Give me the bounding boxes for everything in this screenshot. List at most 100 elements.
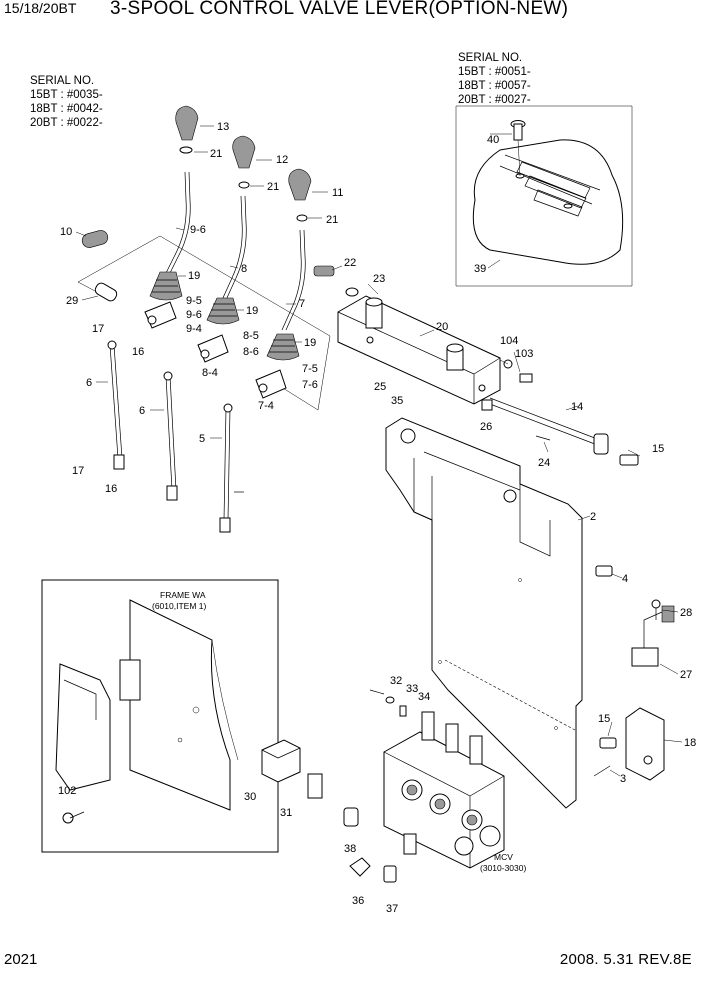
callout-label: 27 xyxy=(680,669,692,681)
callout-label: 7-5 xyxy=(302,363,318,375)
callout-labels: 13 21 12 21 11 21 10 9-6 8 7 29 19 19 19… xyxy=(58,121,696,915)
callout-label: 26 xyxy=(480,421,492,433)
control-valve xyxy=(383,711,505,869)
fitting-36 xyxy=(349,857,371,877)
frame-inset xyxy=(41,579,279,853)
callout-label: 25 xyxy=(374,381,386,393)
callout-label: 9-6 xyxy=(186,309,202,321)
serial-note-right: SERIAL NO. 15BT : #0051- 18BT : #0057- 2… xyxy=(458,51,531,107)
mcv-note-title: MCV xyxy=(494,852,513,862)
revision-date: 2008. 5.31 REV.8E xyxy=(559,951,692,968)
callout-label: 7-6 xyxy=(302,379,318,391)
callout-label: 104 xyxy=(500,335,518,347)
callout-label: 102 xyxy=(58,785,76,797)
callout-label: 32 xyxy=(390,675,402,687)
fastener-4 xyxy=(595,565,613,577)
frame-note-title: FRAME WA xyxy=(160,590,206,600)
callout-label: 23 xyxy=(373,273,385,285)
mcv-note-ref: (3010-3030) xyxy=(480,863,526,873)
callout-label: 39 xyxy=(474,263,486,275)
sensor-27 xyxy=(631,605,675,667)
knob-12 xyxy=(232,135,256,189)
callout-label: 103 xyxy=(515,348,533,360)
callout-label: 6 xyxy=(139,405,145,417)
rod-6-mid xyxy=(163,371,178,501)
callout-label: 31 xyxy=(280,807,292,819)
callout-label: 34 xyxy=(418,691,430,703)
callout-label: 9-5 xyxy=(186,295,202,307)
washer-33 xyxy=(385,696,395,704)
bracket-18 xyxy=(625,707,665,781)
page-number: 2021 xyxy=(4,951,38,968)
callout-label: 8-5 xyxy=(243,330,259,342)
callout-label: 21 xyxy=(267,181,279,193)
callout-label: 35 xyxy=(391,395,403,407)
callout-label: 16 xyxy=(105,483,117,495)
bolt-28 xyxy=(651,599,661,620)
fastener-15-top xyxy=(619,454,639,466)
page-title: 3-SPOOL CONTROL VALVE LEVER(OPTION-NEW) xyxy=(110,0,569,19)
callout-label: 7 xyxy=(299,298,305,310)
callout-label: 5 xyxy=(199,433,205,445)
callout-label: 8 xyxy=(241,263,247,275)
bolt-24 xyxy=(535,435,551,441)
bolt-103 xyxy=(519,373,533,383)
bolt-32 xyxy=(369,689,385,695)
callout-label: 29 xyxy=(66,295,78,307)
callout-label: 19 xyxy=(304,337,316,349)
grip-10 xyxy=(81,230,109,248)
serial-line: 18BT : #0057- xyxy=(458,80,531,92)
callout-label: 9-6 xyxy=(190,224,206,236)
callout-label: 19 xyxy=(246,305,258,317)
sleeve-29 xyxy=(94,282,118,302)
fitting-38 xyxy=(343,807,359,827)
serial-line: 20BT : #0022- xyxy=(30,117,103,129)
serial-line: 18BT : #0042- xyxy=(30,103,103,115)
lever-8 xyxy=(197,195,247,363)
callout-label: 40 xyxy=(487,134,499,146)
rod-5 xyxy=(219,403,244,533)
callout-label: 24 xyxy=(538,457,550,469)
callout-label: 18 xyxy=(684,737,696,749)
callout-label: 14 xyxy=(571,401,583,413)
callout-label: 4 xyxy=(622,573,628,585)
callout-label: 12 xyxy=(276,154,288,166)
callout-label: 17 xyxy=(92,323,104,335)
frame-note-ref: (6010,ITEM 1) xyxy=(152,601,206,611)
plate-2 xyxy=(385,417,583,809)
callout-label: 19 xyxy=(188,270,200,282)
callout-label: 8-4 xyxy=(202,367,218,379)
callout-label: 36 xyxy=(352,895,364,907)
callout-label: 9-4 xyxy=(186,323,202,335)
nut-21-top xyxy=(179,146,193,154)
bolt-3 xyxy=(593,765,611,777)
group-box-levers xyxy=(77,235,331,411)
knob-11 xyxy=(288,168,312,222)
shaft-14 xyxy=(489,397,609,455)
plate-31 xyxy=(307,773,323,799)
lever-9 xyxy=(144,171,191,329)
serial-heading: SERIAL NO. xyxy=(30,75,95,87)
callout-label: 13 xyxy=(217,121,229,133)
callout-label: 10 xyxy=(60,226,72,238)
knob-13 xyxy=(175,105,199,154)
serial-heading: SERIAL NO. xyxy=(458,52,523,64)
fitting-37 xyxy=(383,865,397,883)
serial-line: 20BT : #0027- xyxy=(458,94,531,106)
callout-label: 3 xyxy=(620,773,626,785)
bracket-20 xyxy=(337,295,501,405)
lever-7 xyxy=(255,229,306,399)
callout-label: 21 xyxy=(210,148,222,160)
callout-label: 20 xyxy=(436,321,448,333)
callout-label: 6 xyxy=(86,377,92,389)
callout-label: 15 xyxy=(652,443,664,455)
bolt-22 xyxy=(313,265,335,277)
callout-label: 2 xyxy=(590,511,596,523)
pin-26 xyxy=(481,399,493,411)
serial-line: 15BT : #0035- xyxy=(30,89,103,101)
serial-line: 15BT : #0051- xyxy=(458,66,531,78)
callout-label: 17 xyxy=(72,465,84,477)
switch-30 xyxy=(261,739,301,783)
leader-lines xyxy=(75,125,683,777)
serial-note-left: SERIAL NO. 15BT : #0035- 18BT : #0042- 2… xyxy=(30,74,103,130)
